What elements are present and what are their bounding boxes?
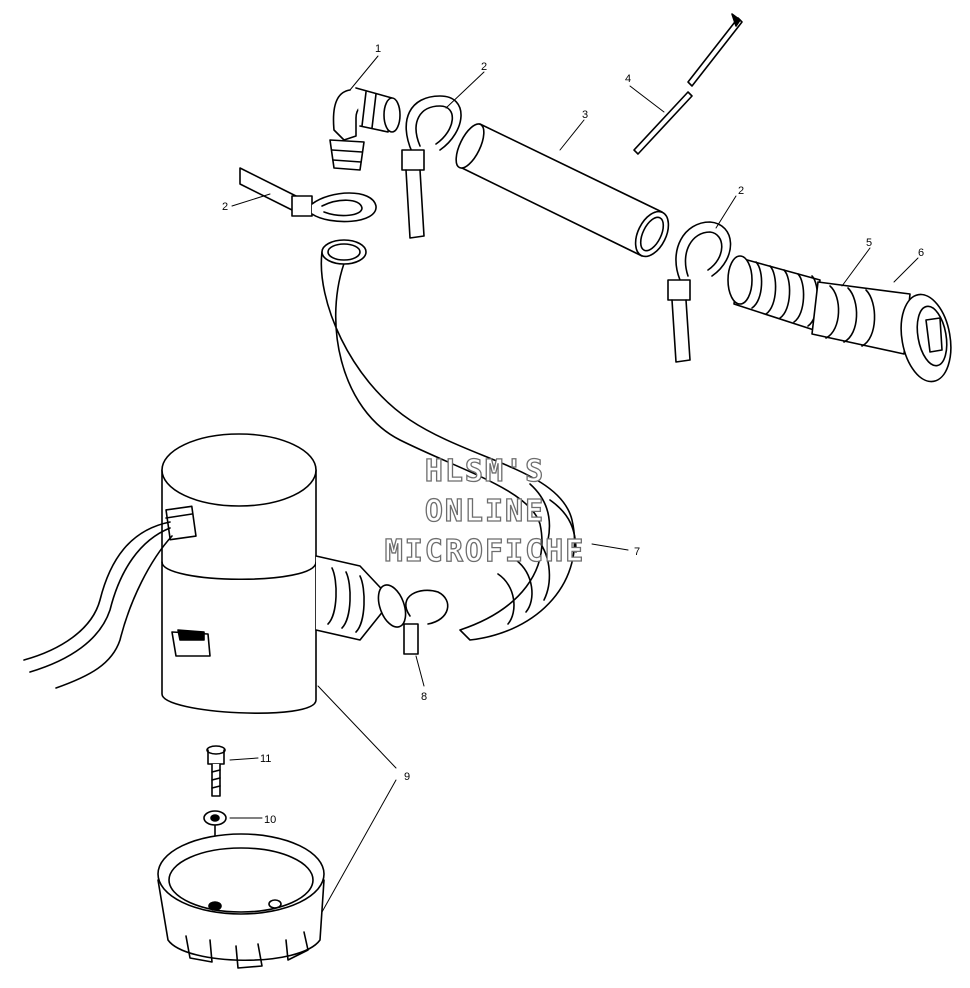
tie-strap [633,13,743,155]
cable-tie-right [667,221,732,363]
pump-wires [23,521,173,689]
elbow-fitting [329,87,401,171]
callout-3: 3 [582,109,588,121]
callout-6: 6 [918,247,924,259]
callout-2-left: 2 [222,201,228,213]
cable-tie-top [401,95,462,239]
callout-2-right: 2 [738,185,744,197]
watermark-line-1: HLSM'S [424,453,546,489]
callout-1: 1 [375,43,381,55]
discharge-hose [320,239,577,641]
watermark-line-2: ONLINE [424,493,546,529]
callout-8: 8 [421,691,427,703]
thru-hull-outlet [811,281,952,383]
watermark-line-3: MICROFICHE [384,533,586,569]
cable-tie-left [239,167,377,223]
strainer-base [157,833,325,969]
straight-hose [455,123,670,258]
watermark: HLSM'S ONLINE MICROFICHE [330,452,640,572]
callout-5: 5 [866,237,872,249]
hose-barb-fitting [727,255,821,331]
hose-clamp [403,589,449,655]
callout-2-top: 2 [481,61,487,73]
bilge-pump [161,433,407,714]
callout-4: 4 [625,73,631,85]
bolt [206,745,226,797]
leader-lines [229,55,919,913]
callout-labels: 1 2 3 4 2 2 5 6 7 8 9 10 11 [222,43,924,826]
callout-9: 9 [404,771,410,783]
callout-7: 7 [634,546,640,558]
callout-11: 11 [260,753,271,765]
callout-10: 10 [264,814,276,826]
